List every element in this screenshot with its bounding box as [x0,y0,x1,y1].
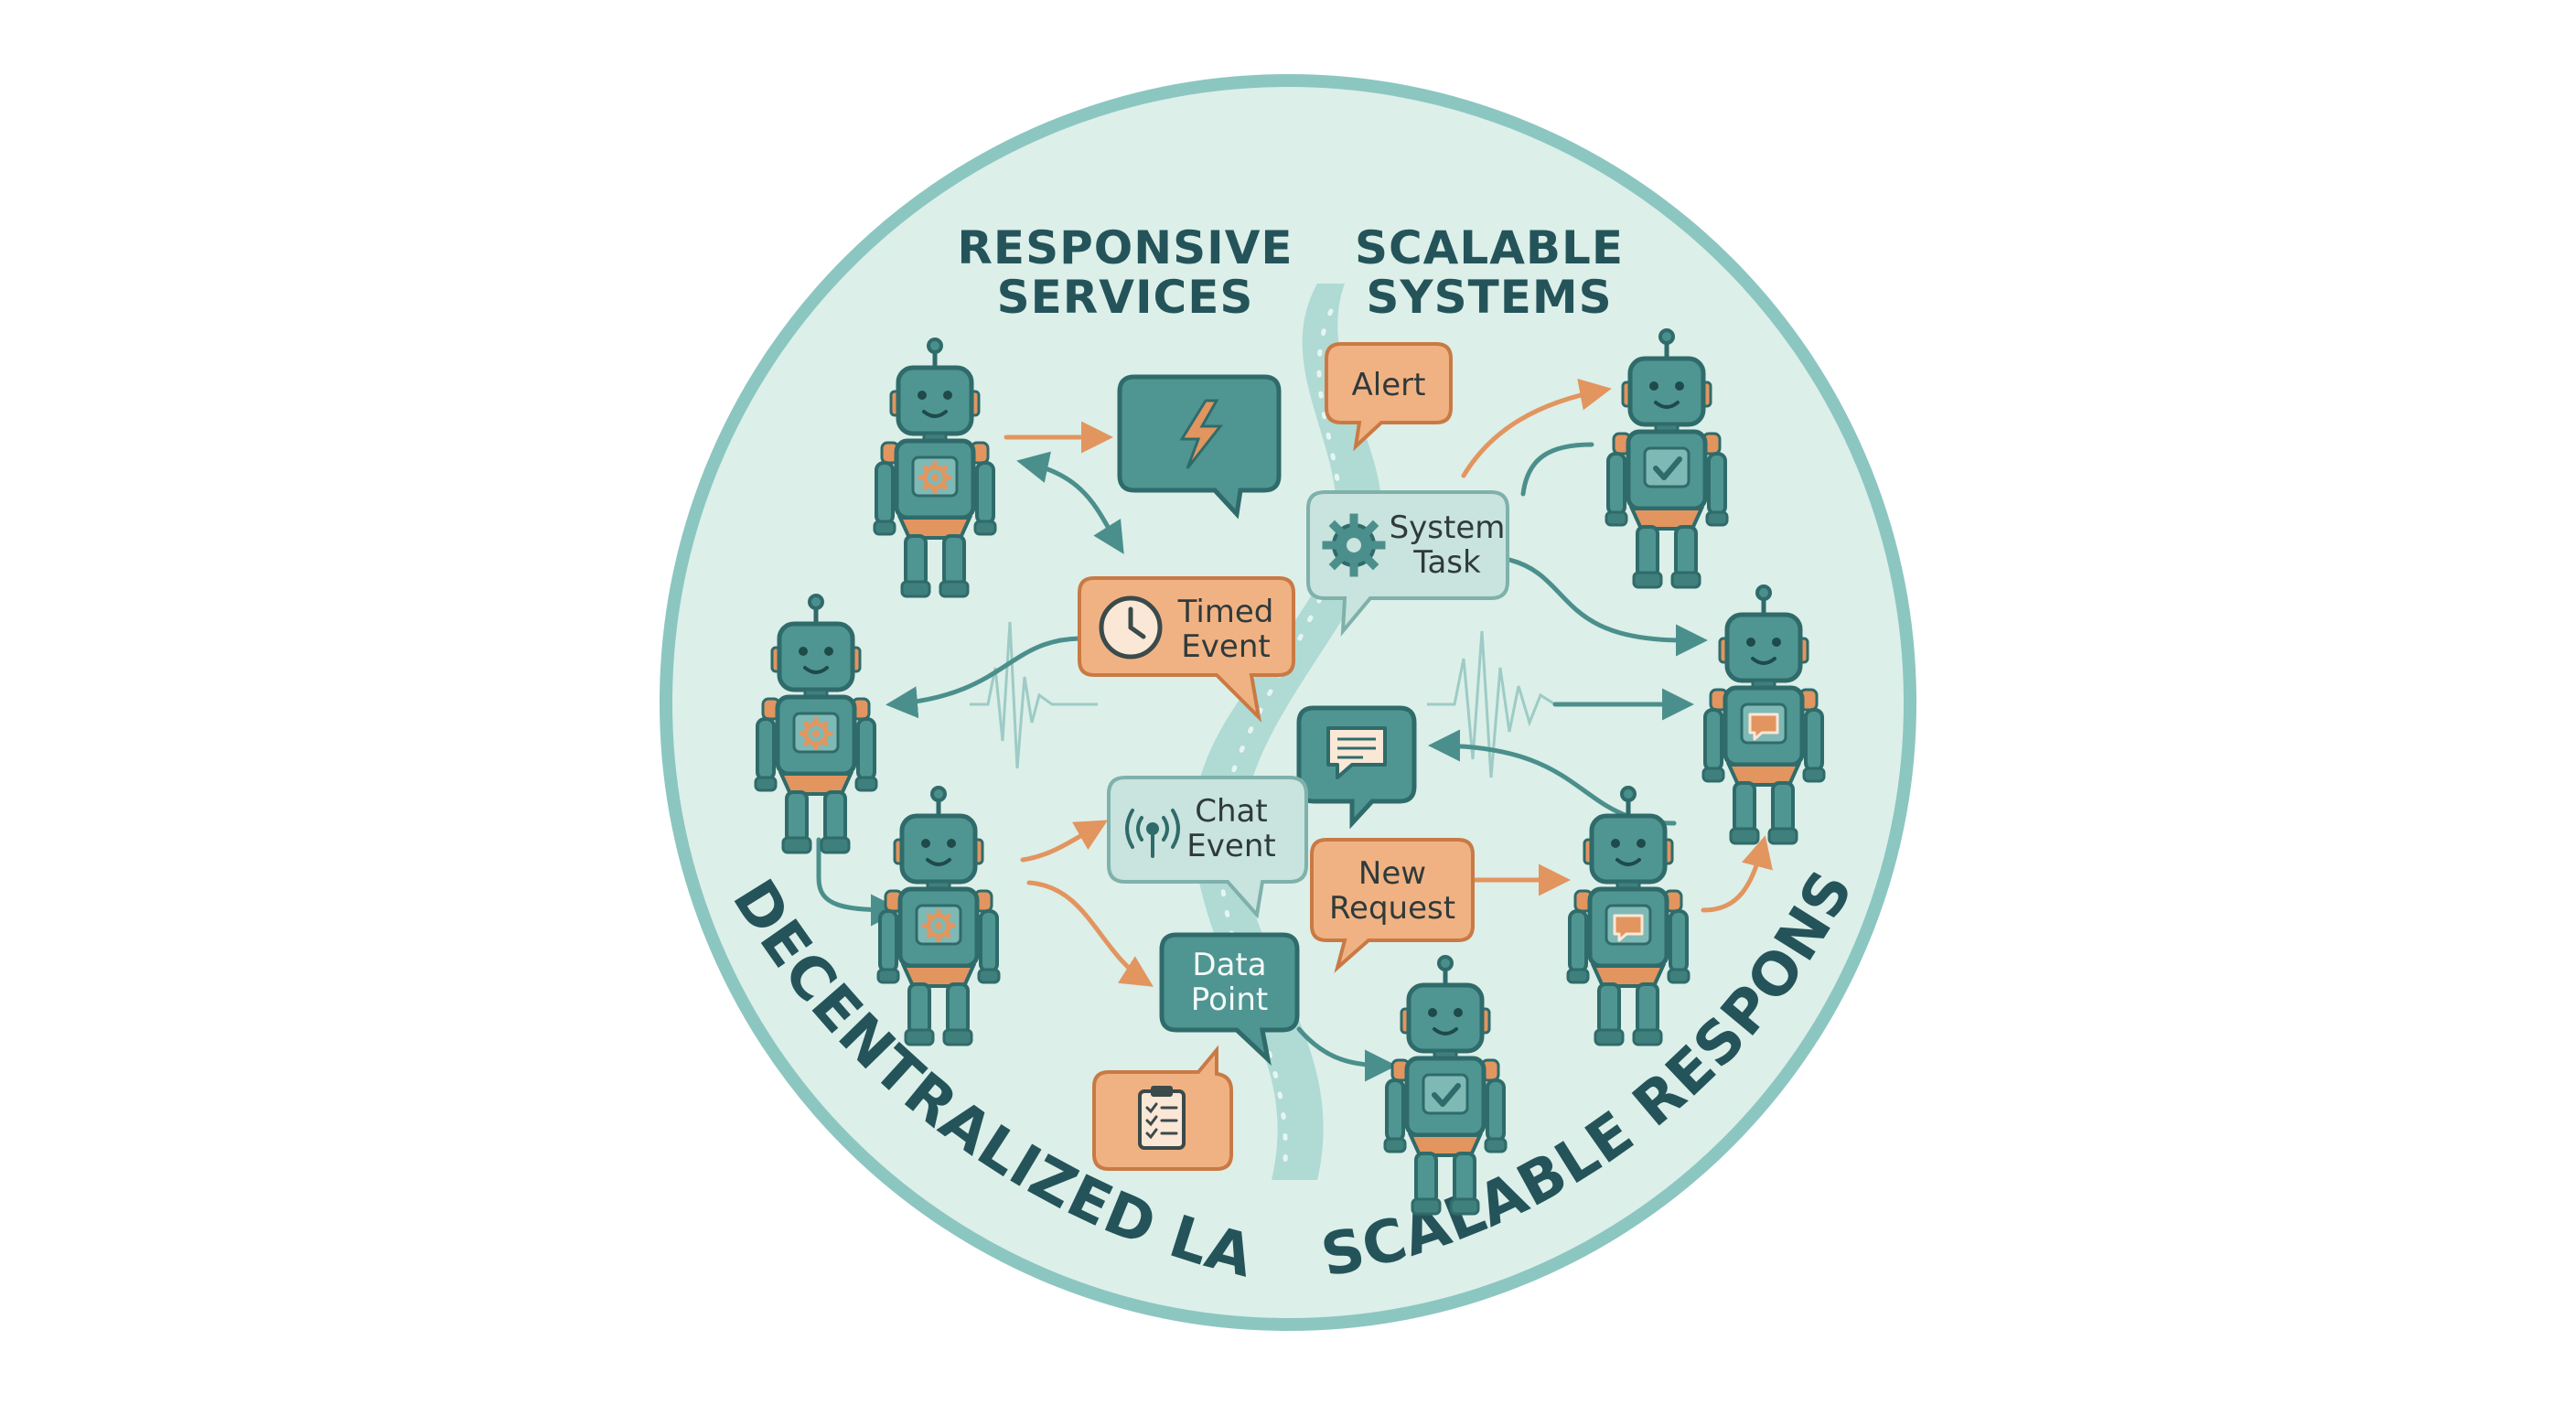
new-request-label-line1: New [1358,855,1426,892]
heading-scalable-systems-line1: SCALABLE [1355,221,1624,274]
chat-event-label-line2: Event [1186,828,1275,864]
data-point-bubble: Data Point [1159,932,1300,1067]
chat-icon [1326,726,1387,779]
data-point-label-line2: Point [1191,981,1268,1018]
new-request-bubble: New Request [1310,838,1475,973]
timed-event-label-line1: Timed [1177,594,1274,630]
system-task-bubble: System Task [1306,490,1509,637]
clipboard-bubble [1092,1045,1233,1171]
timed-event-bubble: Timed Event [1078,576,1295,723]
timed-event-label-line2: Event [1181,628,1270,665]
system-task-label-line1: System [1390,509,1506,546]
chat-event-bubble: Chat Event [1107,776,1308,919]
heading-scalable-systems-line2: SYSTEMS [1366,271,1612,324]
antenna-icon [1125,809,1180,858]
clipboard-icon [1138,1086,1186,1150]
heading-responsive-services-line2: SERVICES [997,271,1254,324]
gear-icon [1322,513,1386,577]
heading-responsive-services-line1: RESPONSIVE [957,221,1293,274]
chat-event-label-line1: Chat [1195,793,1267,830]
clock-icon [1099,595,1163,660]
connection-arrows [816,378,1773,1082]
system-task-label-line2: Task [1412,544,1481,581]
signal-waveforms [970,621,1583,778]
new-request-label-line2: Request [1329,890,1455,927]
data-point-label-line1: Data [1192,947,1266,983]
alert-label: Alert [1352,367,1426,403]
lightning-bubble [1117,374,1282,520]
chat-bubble [1296,705,1417,830]
alert-bubble: Alert [1325,342,1453,452]
lightning-icon [1179,399,1224,469]
